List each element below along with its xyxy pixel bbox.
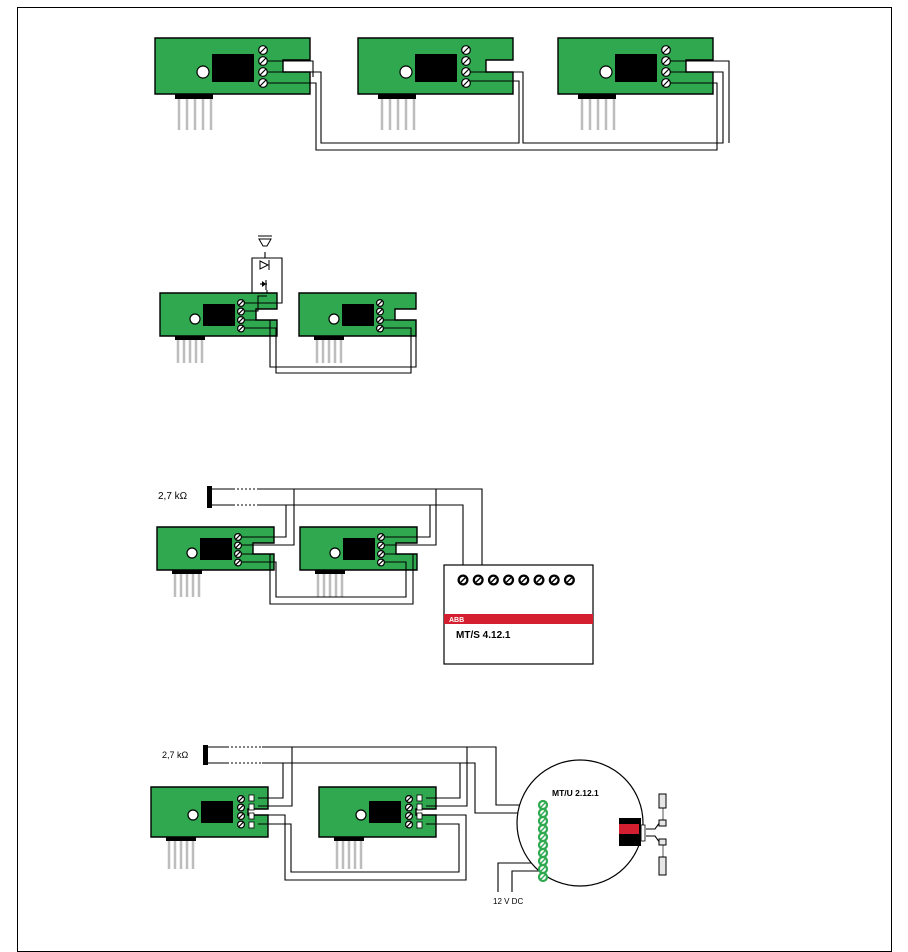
led-wiring (245, 295, 417, 374)
sensor-board-9 (318, 786, 437, 869)
mtu-terminal (537, 799, 549, 811)
sensor-board-3 (556, 36, 715, 132)
sensor-board-2 (356, 36, 515, 132)
sensor-board-8 (150, 786, 269, 869)
battery (619, 818, 646, 846)
diagram-sensors-with-mtu: 2,7 kΩ (150, 745, 667, 906)
actuator-terminal (503, 574, 515, 586)
resistor-label-2: 2,7 kΩ (162, 750, 189, 760)
abb-brand-bar (444, 614, 593, 624)
diagram-sensors-with-led (158, 235, 418, 374)
mtu-terminal (537, 839, 549, 851)
diagram-series-three-sensors (153, 36, 730, 151)
sensor-board-1 (153, 36, 312, 132)
actuator-terminals (457, 574, 575, 586)
actuator-wiring (242, 488, 483, 605)
abb-logo: ABB (449, 617, 464, 624)
mtu-terminal (537, 807, 549, 819)
resistor (207, 486, 258, 508)
resistor-label: 2,7 kΩ (158, 491, 188, 502)
actuator-terminal (457, 574, 469, 586)
mtu-terminal (537, 831, 549, 843)
series-wiring (268, 60, 730, 151)
mtu-model-label: MT/U 2.12.1 (552, 788, 599, 798)
led-indicator (251, 235, 283, 299)
diagram-sensors-with-actuator: 2,7 kΩ (155, 486, 594, 665)
supply-label: 12 V DC (493, 897, 523, 906)
actuator-mts: ABB MT/S 4.12.1 (443, 564, 594, 665)
actuator-terminal (548, 574, 560, 586)
mtu-terminal (537, 815, 549, 827)
mtu-terminal (537, 855, 549, 867)
mtu-terminal (537, 863, 549, 875)
actuator-model-label: MT/S 4.12.1 (456, 630, 511, 641)
actuator-terminal (518, 574, 530, 586)
sensor-leads (646, 793, 667, 876)
mtu-wiring (258, 746, 541, 892)
mtu-unit: MT/U 2.12.1 (516, 759, 667, 887)
mtu-terminals (537, 799, 549, 883)
actuator-terminal (533, 574, 545, 586)
resistor-2 (203, 745, 262, 765)
mtu-terminal (537, 871, 549, 883)
mtu-terminal (537, 847, 549, 859)
mtu-terminal (537, 823, 549, 835)
actuator-terminal (472, 574, 484, 586)
actuator-terminal (487, 574, 499, 586)
actuator-terminal (563, 574, 575, 586)
